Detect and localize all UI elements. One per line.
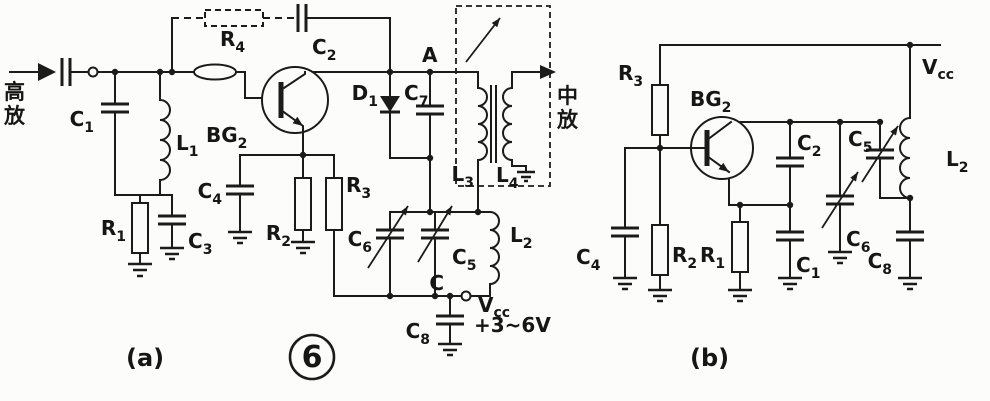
ground-icon [613,276,637,291]
ferrite-bead-icon [193,63,237,81]
junction-dots-a [111,68,482,300]
capacitor-C2-icon [296,4,308,32]
capacitor-C4-b-icon [611,226,639,238]
ground-icon [517,170,535,183]
variable-capacitor-C6-icon [367,205,409,269]
ground-icon [898,276,922,291]
ground-icon [728,288,752,303]
circuit-b: R3 BG2 C4 R2 R1 C1 C2 C5 C6 C8 L2 Vcc (b… [576,41,969,372]
label-L4: L4 [496,163,519,192]
capacitor-C2-b-icon [776,156,804,168]
label-R4: R4 [220,27,245,56]
resistor-R2-icon [294,177,312,231]
output-stage-label: 中放 [557,84,578,133]
transistor-BG2-a-icon [261,66,329,179]
label-C3: C3 [188,229,212,258]
inductor-L3-icon [476,86,488,162]
label-C7: C7 [404,81,428,110]
label-C2-b: C2 [797,131,821,160]
label-R1-b: R1 [700,243,725,272]
variable-capacitor-C6-b-icon [821,171,859,229]
ground-icon [160,246,184,261]
ground-icon [828,250,852,265]
label-C4: C4 [198,179,223,208]
grounds-a [128,230,462,357]
label-L3: L3 [452,162,475,191]
label-vcc-a: Vcc [478,293,510,321]
label-vcc-b: Vcc [922,55,954,83]
capacitor-C8-icon [436,314,464,326]
resistor-R4-icon [204,9,264,27]
label-D1: D1 [352,81,378,110]
tuning-arrow-icon [465,17,501,63]
figure-number-badge: 6 [288,333,336,381]
capacitor-C1-b-icon [776,230,804,242]
inductor-L2-b-icon [899,116,912,200]
resistor-R1-icon [131,202,149,254]
circuit-a: C1 L1 R1 C3 R4 C2 BG2 C4 R2 R3 D1 C7 A L… [9,4,556,372]
ground-icon [291,240,315,255]
if-transformer [455,5,551,187]
resistor-R1-b-icon [731,221,749,273]
input-coupling-capacitor-icon [60,58,72,86]
input-terminal [87,66,99,78]
label-C1: C1 [70,107,94,136]
output-arrow-icon [540,65,556,79]
transistor-BG2-b-icon [659,116,754,180]
label-R3-b: R3 [618,61,643,90]
ground-icon [228,230,252,245]
ground-icon [778,276,802,291]
label-R2-b: R2 [672,243,697,272]
caption-b: (b) [690,344,729,372]
label-L2-b: L2 [946,147,969,176]
wires-b [624,44,941,291]
input-stage-label: 高放 [4,80,25,129]
label-R3: R3 [346,173,371,202]
label-C8: C8 [406,319,430,348]
variable-capacitor-C5-b-icon [861,125,899,183]
junction-dots-b [656,41,914,209]
label-node-A: A [422,43,438,67]
label-L1: L1 [176,131,199,160]
input-arrow-icon [9,63,56,81]
inductor-L1-icon [158,98,171,182]
vcc-terminal [460,290,472,302]
label-C5-b: C5 [848,127,872,156]
label-C6: C6 [348,227,372,256]
capacitor-C7-icon [416,104,444,116]
label-C5: C5 [452,245,476,274]
inductor-L2-a-icon [488,210,500,286]
caption-a: (a) [126,344,164,372]
label-C4-b: C4 [576,245,601,274]
inductor-L4-icon [502,86,514,162]
label-C2: C2 [312,35,336,64]
transformer-core-icon [490,85,497,163]
resistor-R2-b-icon [651,224,669,276]
figure-number: 6 [302,340,323,375]
label-R1: R1 [101,216,126,245]
wires-a [69,17,541,345]
ground-icon [438,342,462,357]
capacitor-C4-icon [226,184,254,196]
label-BG2-b: BG2 [690,87,731,116]
capacitor-C8-b-icon [896,230,924,242]
diode-D1-icon [380,96,400,114]
label-C1-b: C1 [796,253,820,282]
label-C8-b: C8 [868,249,892,278]
resistor-R3-icon [325,177,343,231]
capacitor-C1-icon [101,102,129,114]
label-supply-range: +3~6V [474,313,551,337]
label-R2: R2 [266,221,291,250]
label-C6-b: C6 [846,227,870,256]
label-node-C: C [429,271,444,295]
capacitor-C3-icon [158,214,186,226]
ground-icon [128,262,152,278]
label-L2: L2 [510,223,533,252]
resistor-R3-b-icon [651,84,669,136]
ground-icon [648,288,672,303]
variable-capacitor-C5-icon [417,205,453,263]
label-BG2: BG2 [206,123,247,152]
grounds-b [613,250,922,303]
